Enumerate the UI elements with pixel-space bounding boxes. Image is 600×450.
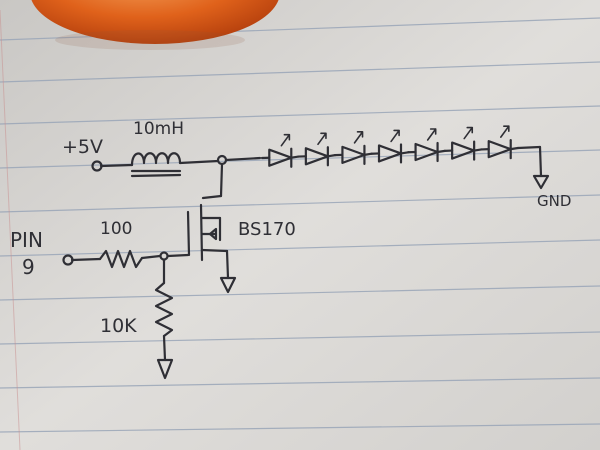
light-emission-arrow xyxy=(280,133,291,147)
light-emission-arrow xyxy=(390,129,400,143)
led-chain xyxy=(260,125,520,168)
source-to-gnd xyxy=(225,249,230,280)
label-supply: +5V xyxy=(62,136,103,158)
led-part xyxy=(414,142,439,162)
gnd-symbol-source xyxy=(219,276,237,294)
light-emission-arrow xyxy=(426,128,437,141)
drain-wire xyxy=(219,162,224,198)
led-part xyxy=(509,146,520,151)
gnd-wire xyxy=(516,145,542,150)
mosfet-source-lead xyxy=(200,248,229,253)
ruled-lines xyxy=(0,17,600,433)
led-part xyxy=(304,147,329,166)
led-4 xyxy=(370,129,410,164)
led-part xyxy=(268,148,293,167)
led-6 xyxy=(443,126,483,161)
label-gate-resistor: 100 xyxy=(100,219,132,239)
label-ground: GND xyxy=(537,192,571,210)
pin-wire xyxy=(70,257,102,262)
gnd-drop xyxy=(538,145,543,178)
light-emission-arrow xyxy=(500,125,510,138)
label-pin-word: PIN xyxy=(10,228,43,252)
led-2 xyxy=(297,132,337,167)
led-part xyxy=(326,154,337,158)
led-part xyxy=(377,144,403,163)
led-5 xyxy=(407,128,446,163)
label-transistor: BS170 xyxy=(238,219,296,240)
inductor-coil xyxy=(130,152,182,167)
led-part xyxy=(341,145,366,164)
drain-lead xyxy=(201,194,223,200)
light-emission-arrow xyxy=(353,131,364,144)
light-emission-arrow xyxy=(463,126,474,140)
label-pulldown-resistor: 10K xyxy=(100,315,137,337)
inductor-core-2 xyxy=(130,173,182,178)
mosfet-gate-plate xyxy=(186,210,191,257)
gnd-symbol-right xyxy=(532,174,550,190)
margin-line xyxy=(0,9,21,450)
led-7 xyxy=(480,125,520,160)
mosfet-arrow xyxy=(208,227,218,241)
pulldown-wire-bottom xyxy=(162,334,167,362)
mosfet-channel xyxy=(199,203,204,262)
led-3 xyxy=(334,131,373,165)
led-1 xyxy=(260,133,300,168)
label-pin-number: 9 xyxy=(22,255,35,279)
led-part xyxy=(487,140,512,159)
supply-wire xyxy=(99,163,134,168)
led-part xyxy=(399,151,410,155)
led-part xyxy=(290,155,300,159)
light-emission-arrow xyxy=(317,132,327,146)
led-part xyxy=(363,152,373,156)
gnd-symbol-pulldown xyxy=(156,358,174,380)
inductor-wire xyxy=(178,159,220,165)
led-part xyxy=(451,141,476,160)
gate-wire xyxy=(166,253,190,258)
label-inductor: 10mH xyxy=(133,119,184,139)
led-feed-wire xyxy=(224,156,262,162)
pulldown-resistor xyxy=(154,281,174,338)
gate-resistor xyxy=(98,249,144,269)
led-part xyxy=(436,149,446,154)
led-part xyxy=(473,148,483,152)
circuit-diagram xyxy=(62,125,550,380)
apple xyxy=(31,0,279,50)
gate-resistor-wire xyxy=(140,254,162,260)
